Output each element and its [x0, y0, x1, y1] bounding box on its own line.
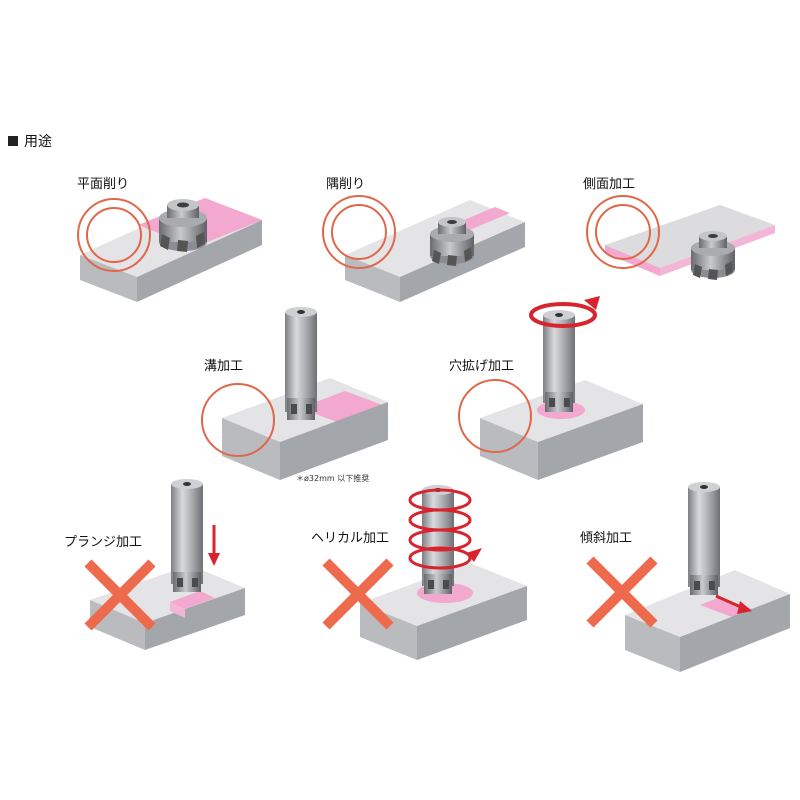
- arrow-icon: [715, 594, 752, 614]
- end-mill-icon: [688, 482, 720, 595]
- circle-highlight-icon: [458, 379, 532, 453]
- label-side-milling: 側面加工: [583, 177, 636, 192]
- arrow-head-icon: [466, 548, 482, 562]
- arrow-icon: [208, 525, 220, 566]
- slotting-illustration: [201, 307, 388, 480]
- cross-icon: [322, 558, 394, 630]
- side-milling-illustration: [586, 195, 775, 280]
- end-mill-icon: [422, 485, 454, 594]
- face-mill-icon: [430, 217, 474, 266]
- section-heading: 用途: [8, 131, 52, 151]
- face-mill-icon: [159, 199, 207, 252]
- circle-highlight-icon: [201, 383, 275, 457]
- circle-highlight-icon: [77, 198, 151, 272]
- ramping-illustration: [586, 482, 790, 672]
- label-ramping: 傾斜加工: [580, 531, 633, 546]
- label-hole-enlarging: 穴拡げ加工: [449, 359, 515, 374]
- label-face-milling: 平面削り: [77, 177, 130, 192]
- circle-highlight-icon: [586, 195, 660, 269]
- helical-illustration: [322, 485, 527, 660]
- note-slotting: ＊ø32mm 以下推奨: [296, 474, 370, 483]
- end-mill-icon: [285, 307, 317, 420]
- end-mill-icon: [543, 310, 575, 412]
- square-bullet-icon: [8, 136, 18, 146]
- end-mill-icon: [171, 479, 203, 592]
- arrow-icon: [529, 296, 600, 328]
- label-slotting: 溝加工: [204, 359, 244, 374]
- label-helical: ヘリカル加工: [311, 531, 390, 546]
- face-mill-icon: [691, 231, 735, 280]
- plunge-illustration: [84, 479, 245, 650]
- cross-icon: [586, 556, 658, 628]
- arrow-icon: [408, 488, 472, 570]
- circle-highlight-icon: [322, 195, 396, 269]
- label-shoulder-milling: 隅削り: [326, 177, 366, 192]
- label-plunge: プランジ加工: [64, 535, 143, 550]
- hole-enlarging-illustration: [458, 296, 643, 480]
- face-milling-illustration: [77, 198, 262, 302]
- section-title: 用途: [24, 134, 52, 150]
- cross-icon: [84, 559, 156, 631]
- shoulder-milling-illustration: [322, 195, 525, 302]
